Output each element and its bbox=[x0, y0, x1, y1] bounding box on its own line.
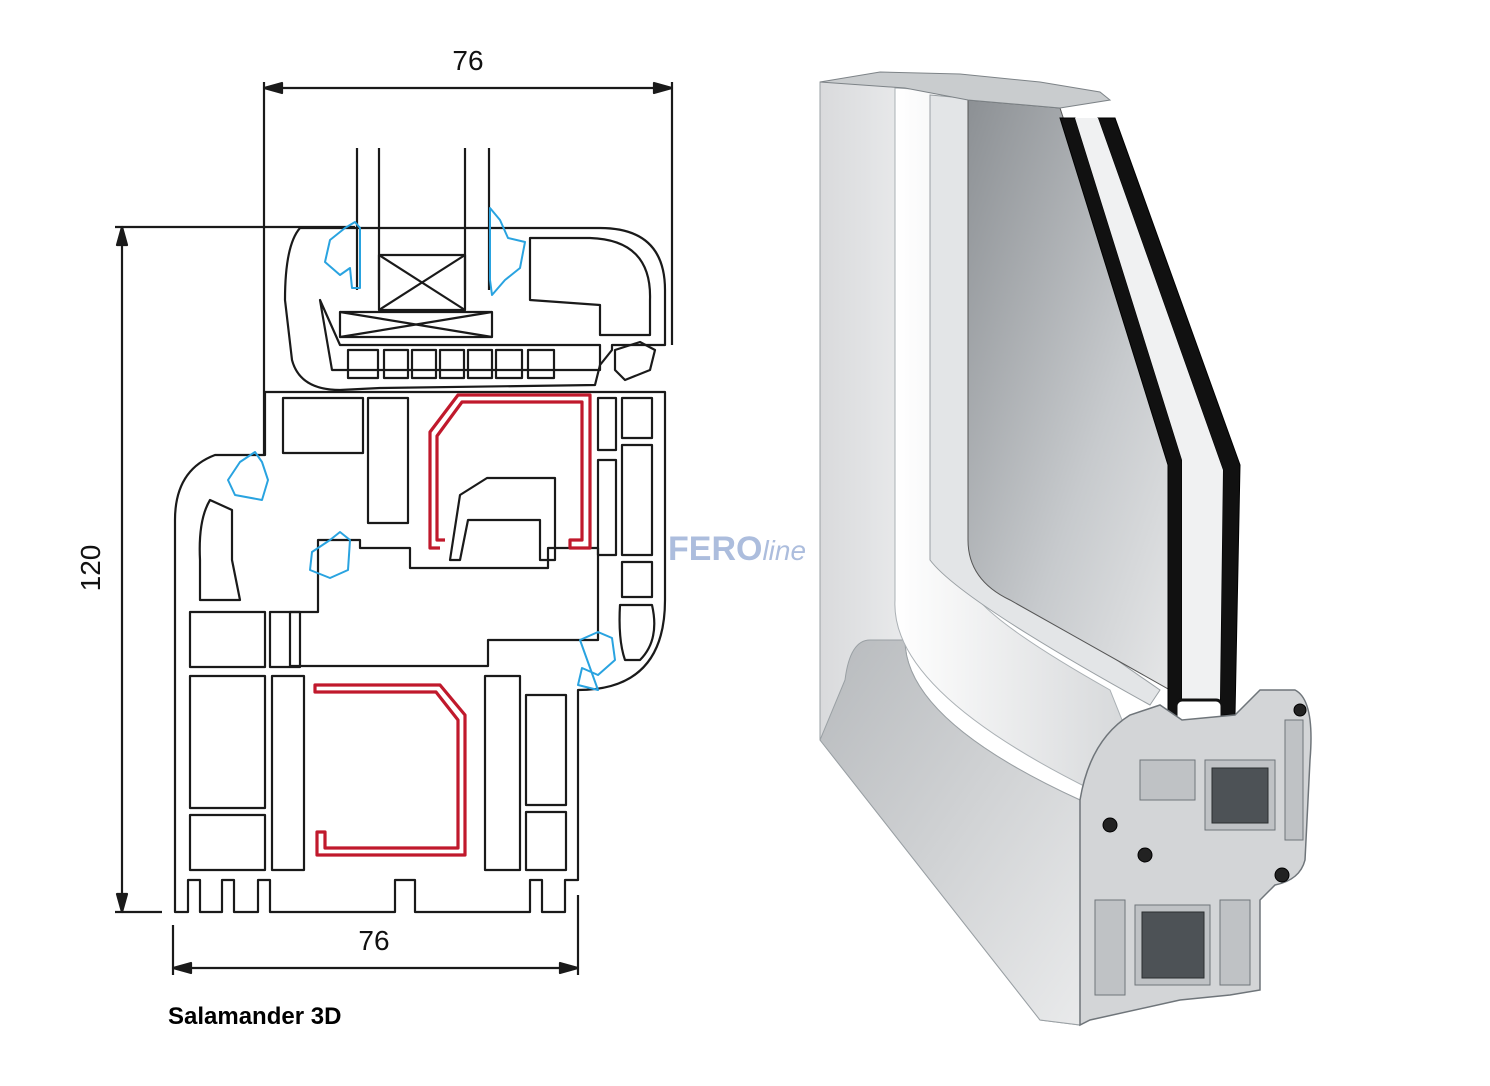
profile-reinforcement-3d bbox=[1141, 767, 1269, 979]
cross-section-drawing bbox=[115, 81, 674, 975]
watermark-italic-text: line bbox=[762, 535, 806, 566]
sash-chambers bbox=[346, 340, 657, 382]
watermark-logo: FEROline bbox=[668, 530, 806, 568]
bottom-width-dimension bbox=[171, 895, 580, 975]
bottom-width-label: 76 bbox=[358, 925, 389, 956]
frame-bottom-face bbox=[819, 639, 1081, 1026]
sash-glass-rebate bbox=[318, 298, 602, 372]
gaskets bbox=[227, 207, 616, 691]
gasket-glass-inner bbox=[489, 207, 526, 296]
top-width-label: 76 bbox=[452, 45, 483, 76]
frame-reinforcement bbox=[313, 683, 467, 857]
frame-profile bbox=[173, 390, 667, 914]
sash-reinforcement bbox=[428, 393, 592, 550]
profile-gaskets-3d bbox=[1102, 703, 1307, 883]
figure-caption: Salamander 3D bbox=[168, 1003, 342, 1030]
watermark-bold-text: FERO bbox=[668, 530, 762, 568]
height-label: 120 bbox=[75, 545, 106, 592]
gasket-middle bbox=[309, 531, 351, 579]
svg-text:FEROline: FEROline bbox=[668, 530, 806, 568]
gasket-sash-frame bbox=[227, 451, 269, 501]
steel-reinforcement bbox=[313, 393, 592, 857]
sash-inner-chamber bbox=[528, 236, 652, 337]
gasket-glass-outer bbox=[324, 221, 361, 289]
glass-interspace bbox=[1075, 118, 1223, 700]
window-3d-render bbox=[819, 71, 1312, 1027]
frame-chambers bbox=[188, 396, 656, 872]
gasket-outer bbox=[577, 631, 616, 691]
top-section-cut bbox=[819, 71, 1112, 109]
sash-profile bbox=[283, 226, 667, 392]
glazing-unit bbox=[338, 148, 494, 339]
